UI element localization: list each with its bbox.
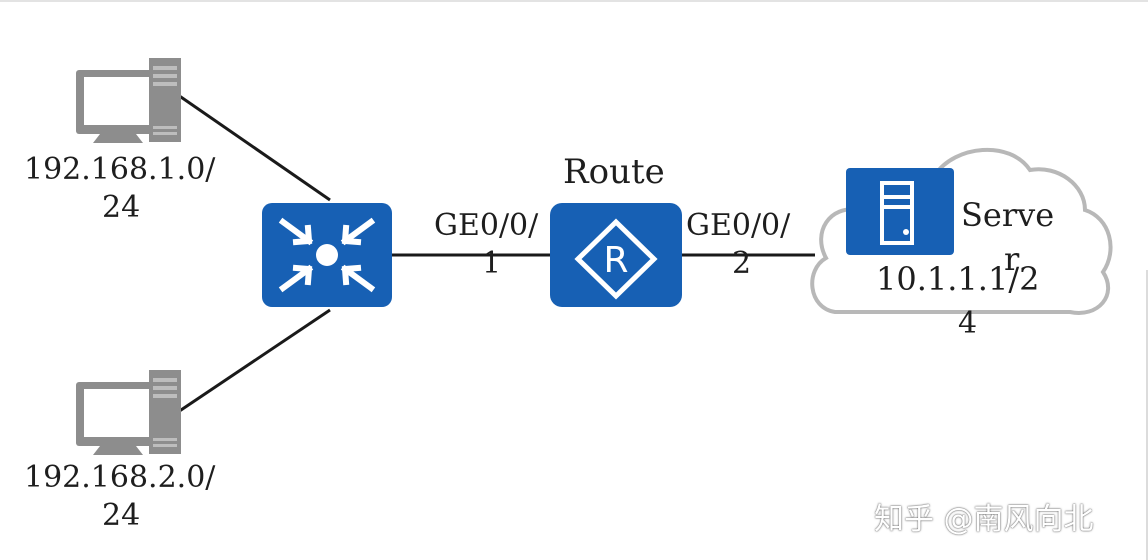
pc-top-ip-line2: 24	[102, 190, 141, 225]
pc-top-icon	[76, 58, 181, 143]
server-icon	[846, 168, 954, 255]
pc-bottom-icon	[76, 370, 181, 455]
server-ip-line2: 4	[958, 306, 978, 341]
server-ip-line1: 10.1.1.1/2	[876, 260, 1040, 298]
pc-top-ip-line1: 192.168.1.0/	[24, 152, 216, 187]
router-label: Route	[563, 152, 665, 192]
server-label-line1: Serve	[961, 196, 1055, 234]
svg-text:R: R	[603, 240, 628, 281]
server-label-line2: r	[1004, 240, 1020, 278]
pc-bottom-ip-line2: 24	[102, 498, 141, 533]
pc-bottom-ip-line1: 192.168.2.0/	[24, 460, 216, 495]
watermark-text: 知乎 @南风向北	[874, 502, 1094, 537]
link-pc-bottom-switch	[177, 308, 331, 414]
switch-icon	[262, 203, 392, 307]
port-left-line1: GE0/0/	[434, 208, 539, 243]
port-right-line2: 2	[732, 246, 752, 281]
port-left-line2: 1	[482, 246, 502, 281]
link-pc-top-switch	[177, 93, 331, 202]
port-right-line1: GE0/0/	[686, 208, 791, 243]
router-icon: R	[550, 203, 682, 307]
